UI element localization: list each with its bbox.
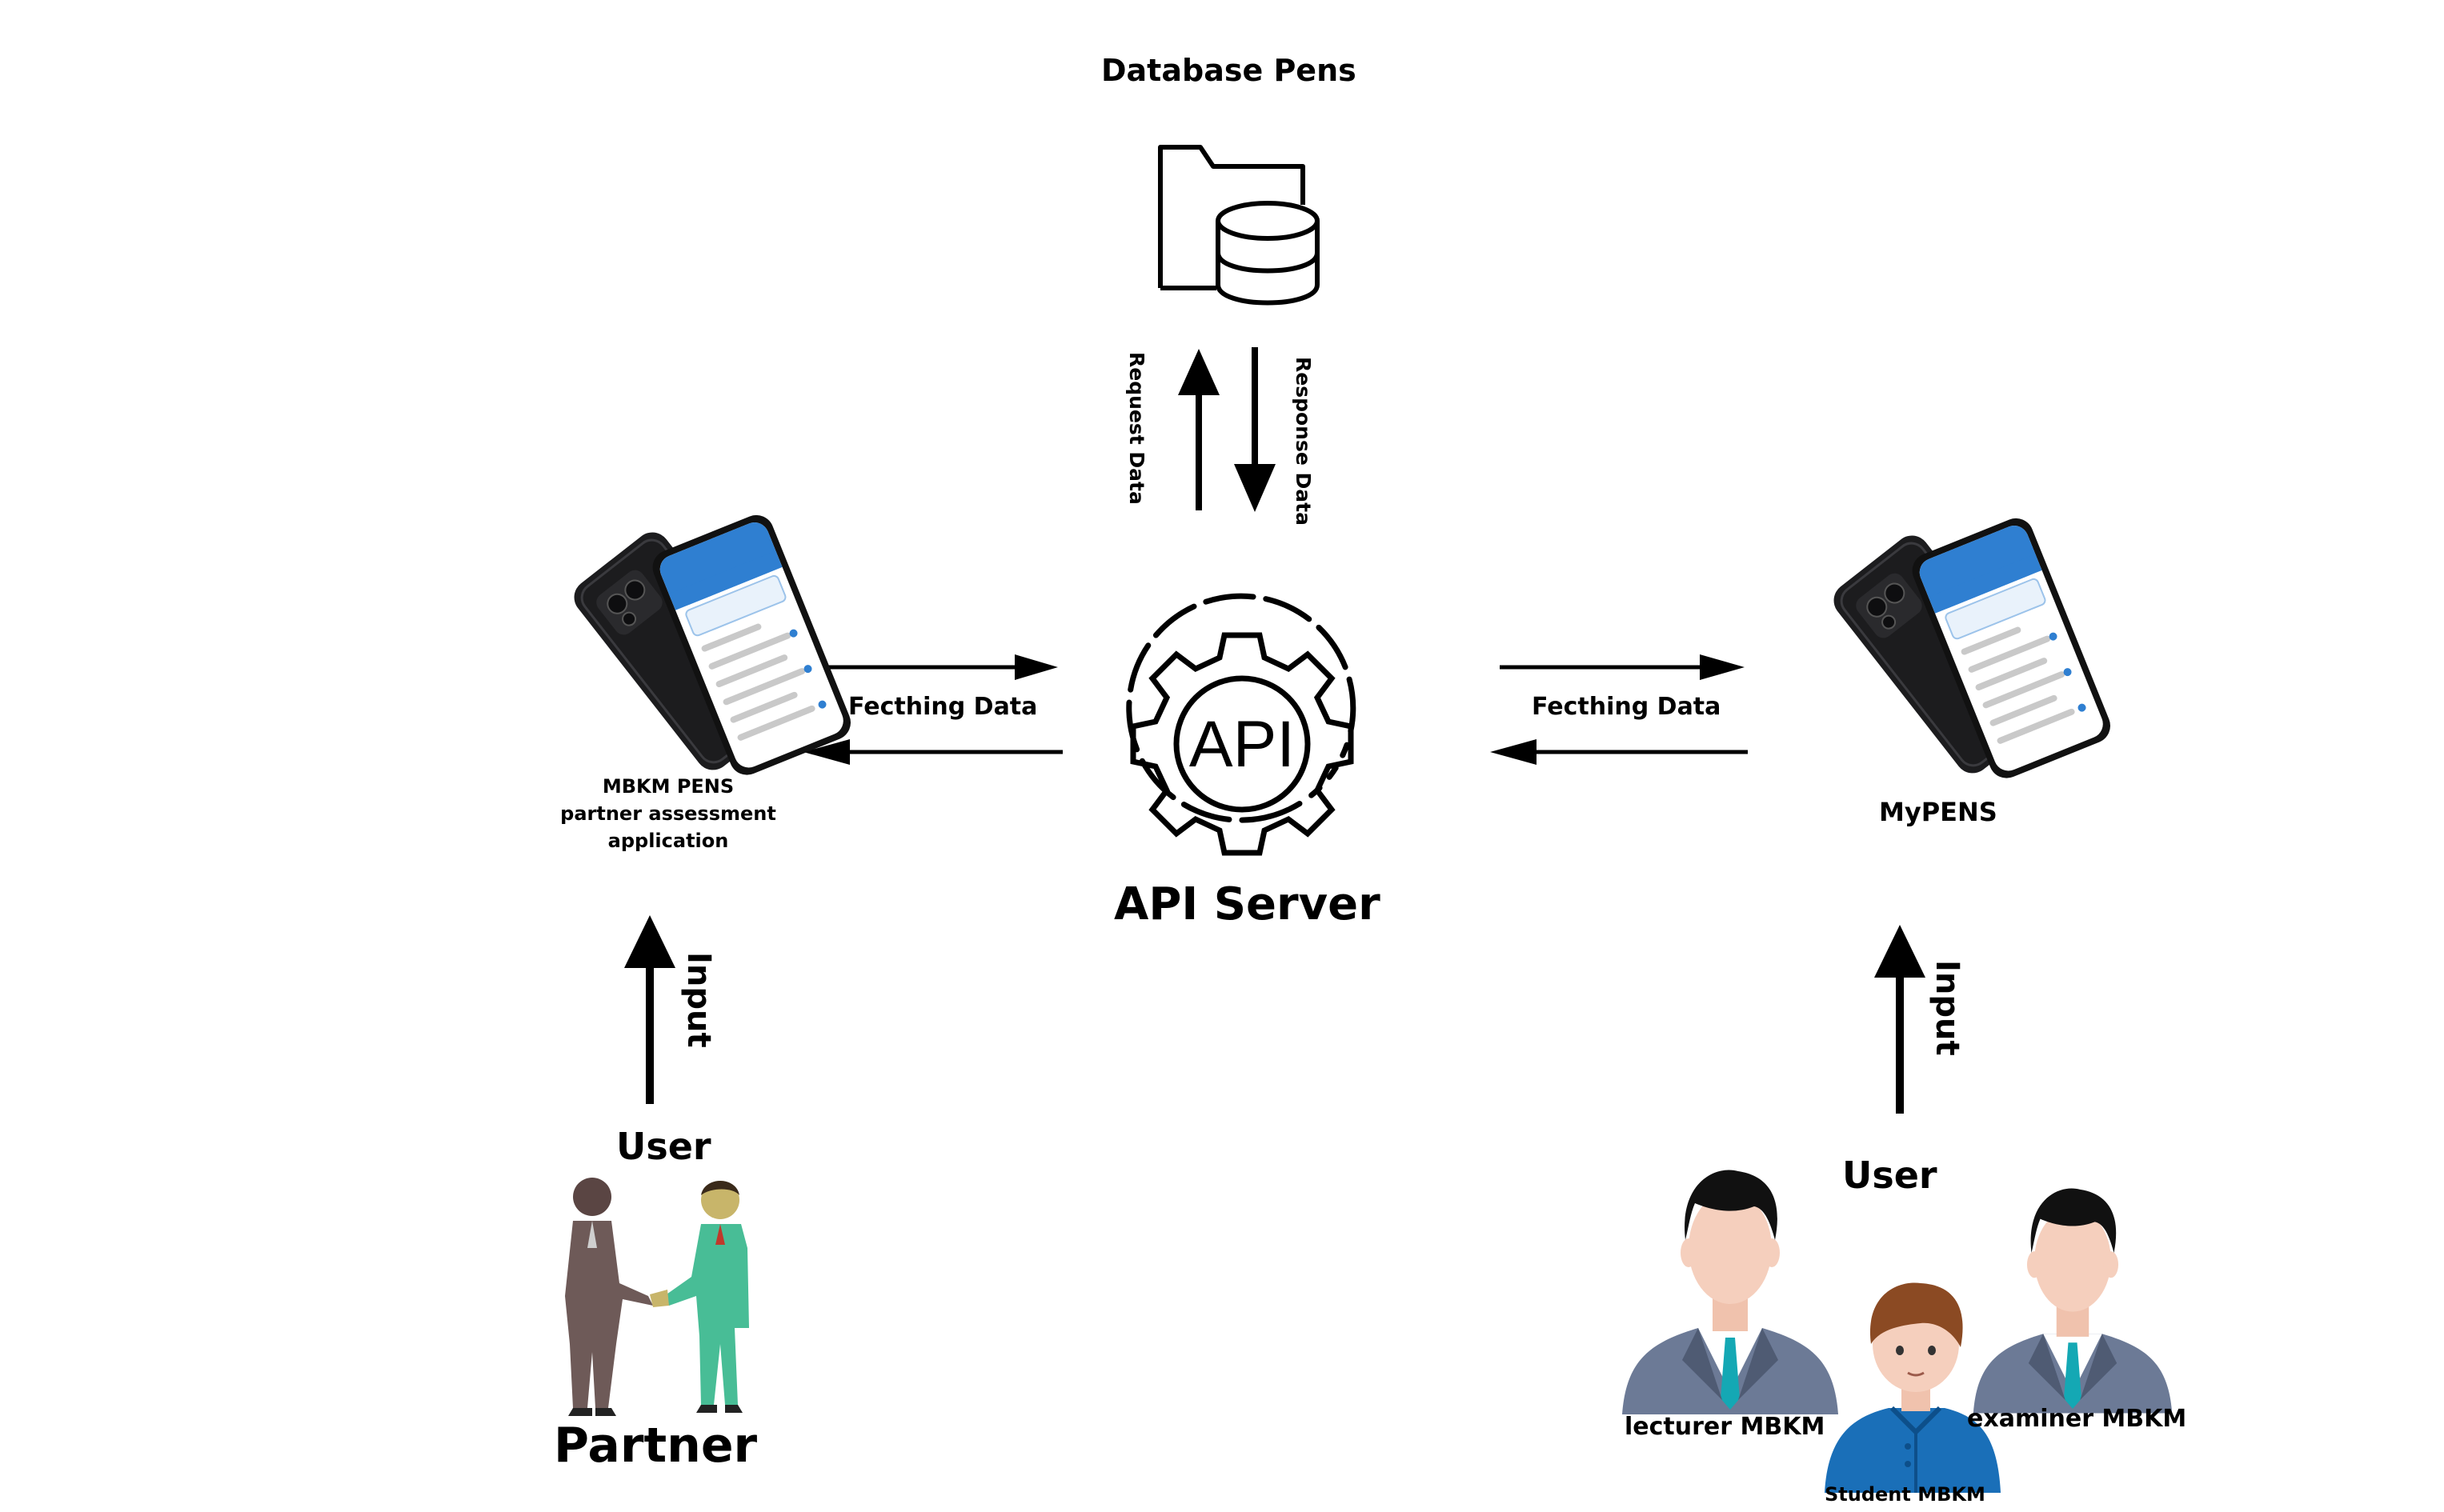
api-server-label: API Server bbox=[1114, 878, 1380, 930]
input-label-left: Input bbox=[680, 952, 717, 1048]
input-arrow-right bbox=[1874, 925, 1925, 1114]
student-avatar bbox=[1825, 1282, 2001, 1493]
fetch-data-label-left: Fecthing Data bbox=[848, 693, 1038, 721]
left-app-label-line-3: application bbox=[607, 830, 729, 852]
database-folder-icon bbox=[1158, 145, 1320, 306]
input-label-right: Input bbox=[1929, 960, 1965, 1056]
partner-label: Partner bbox=[554, 1418, 758, 1474]
fetch-arrows-right bbox=[1490, 654, 1748, 765]
left-app-label-line-1: MBKM PENS bbox=[602, 775, 735, 798]
examiner-label: examiner MBKM bbox=[1967, 1405, 2187, 1433]
left-app-label-line-2: partner assessment bbox=[560, 802, 776, 825]
request-arrow bbox=[1178, 349, 1220, 510]
fetch-data-label-right: Fecthing Data bbox=[1532, 693, 1721, 721]
lecturer-avatar bbox=[1622, 1170, 1838, 1414]
response-data-label: Response Data bbox=[1292, 357, 1315, 526]
lecturer-label: lecturer MBKM bbox=[1625, 1413, 1825, 1441]
user-label-left: User bbox=[616, 1125, 711, 1168]
right-app-label: MyPENS bbox=[1879, 797, 1997, 827]
response-arrow bbox=[1234, 347, 1276, 512]
api-icon-text: API bbox=[1189, 708, 1295, 781]
left-app-phone-icon bbox=[566, 508, 858, 782]
right-app-phone-icon bbox=[1825, 511, 2117, 785]
request-data-label: Request Data bbox=[1125, 352, 1148, 505]
user-label-right: User bbox=[1842, 1154, 1937, 1197]
api-gear-icon bbox=[1126, 593, 1356, 856]
handshake-people-icon bbox=[565, 1178, 749, 1416]
fetch-arrows-left bbox=[803, 654, 1063, 765]
input-arrow-left bbox=[624, 915, 675, 1104]
student-label: Student MBKM bbox=[1825, 1483, 1985, 1506]
examiner-avatar bbox=[1973, 1188, 2173, 1414]
database-title: Database Pens bbox=[1101, 53, 1356, 88]
left-app-label: MBKM PENS partner assessment application bbox=[560, 773, 776, 854]
